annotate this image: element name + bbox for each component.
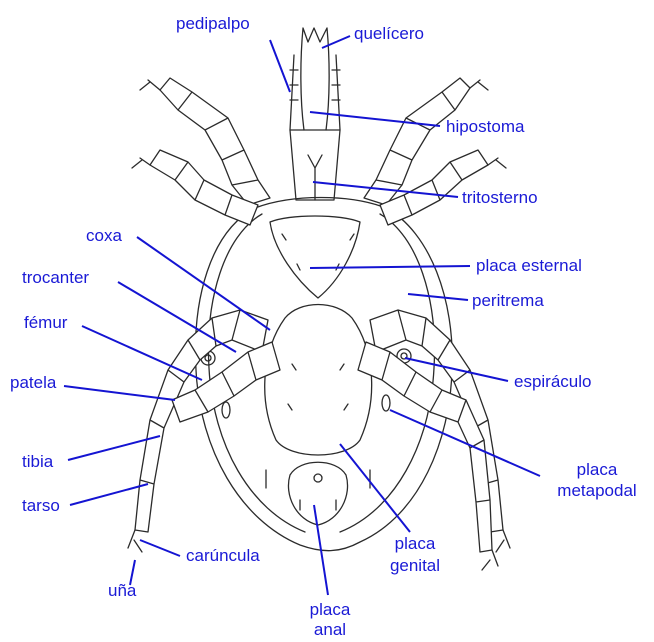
leader-coxa	[137, 237, 270, 330]
label-peritrema: peritrema	[472, 291, 544, 310]
leg-2-left-claw	[132, 158, 150, 168]
leader-tarso	[70, 484, 148, 505]
leader-caruncula	[140, 540, 180, 556]
leader-quelicero	[322, 36, 350, 48]
label-quelicero: quelícero	[354, 24, 424, 43]
label-trocanter: trocanter	[22, 268, 89, 287]
leader-patela	[64, 386, 175, 400]
label-placa-metapodal-line2: metapodal	[552, 481, 642, 500]
anal-opening	[314, 474, 322, 482]
label-placa-genital-line2: genital	[380, 556, 450, 575]
setae	[266, 234, 370, 510]
leg-3-left	[135, 310, 268, 532]
chelicera	[301, 28, 329, 130]
leg-2-right-claw	[488, 158, 506, 168]
leader-placa-genital	[340, 444, 410, 532]
leg-1-right-claw	[470, 80, 488, 90]
leg-4-right-claw	[482, 550, 498, 570]
sternal-plate	[270, 216, 360, 298]
label-placa-metapodal-line1: placa	[552, 460, 642, 479]
label-coxa: coxa	[86, 226, 122, 245]
leader-peritrema	[408, 294, 468, 300]
leader-pedipalpo	[270, 40, 290, 92]
leg-3-right-claw	[496, 530, 510, 552]
metapodal-plate-right	[382, 395, 390, 411]
label-una: uña	[108, 581, 136, 600]
label-pedipalpo: pedipalpo	[176, 14, 250, 33]
label-hipostoma: hipostoma	[446, 117, 524, 136]
label-espiraculo: espiráculo	[514, 372, 592, 391]
label-tritosterno: tritosterno	[462, 188, 538, 207]
leg-1-left-claw	[140, 80, 160, 90]
label-placa-anal-line2: anal	[300, 620, 360, 639]
tritosternum	[308, 155, 322, 200]
label-caruncula: carúncula	[186, 546, 260, 565]
anal-plate	[288, 462, 347, 525]
label-femur: fémur	[24, 313, 67, 332]
label-placa-esternal: placa esternal	[476, 256, 582, 275]
label-patela: patela	[10, 373, 56, 392]
leader-placa-esternal	[310, 266, 470, 268]
label-placa-genital-line1: placa	[380, 534, 450, 553]
metapodal-plate-left	[222, 402, 230, 418]
label-placa-anal-line1: placa	[300, 600, 360, 619]
pedipalp	[290, 55, 340, 130]
genital-plate	[265, 305, 372, 456]
label-tibia: tibia	[22, 452, 53, 471]
label-tarso: tarso	[22, 496, 60, 515]
